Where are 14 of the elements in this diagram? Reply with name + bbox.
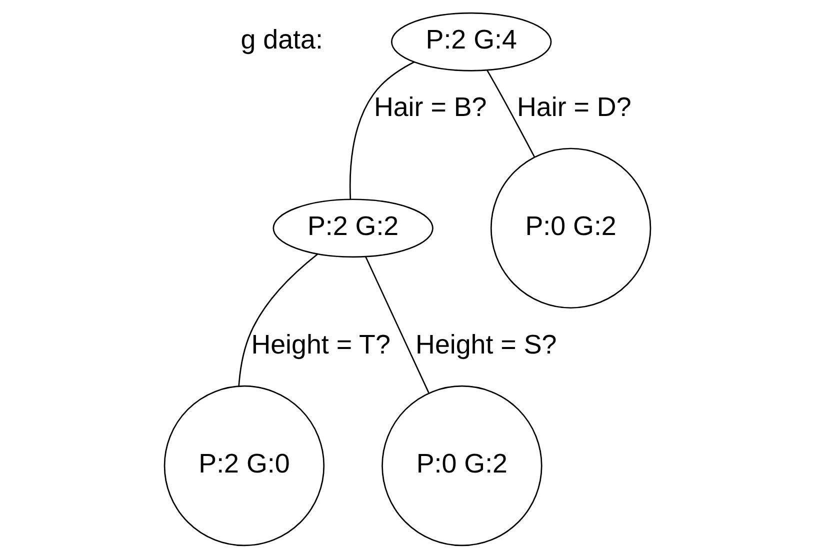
connector — [364, 256, 429, 394]
connector — [238, 253, 318, 386]
connector — [486, 70, 535, 158]
node-circle: P:2 G:0 — [163, 385, 324, 546]
edge-label: Hair = D? — [516, 92, 631, 122]
node-ellipse: P:2 G:4 — [390, 12, 552, 72]
connector — [348, 61, 414, 200]
node-circle: P:0 G:2 — [490, 148, 651, 309]
label: g data: — [240, 24, 322, 55]
edge-label: Height = T? — [250, 330, 390, 360]
edge-label: Height = S? — [415, 330, 556, 360]
node-circle: P:0 G:2 — [381, 385, 542, 546]
node-ellipse: P:2 G:2 — [272, 198, 433, 258]
edge-label: Hair = B? — [373, 92, 486, 122]
